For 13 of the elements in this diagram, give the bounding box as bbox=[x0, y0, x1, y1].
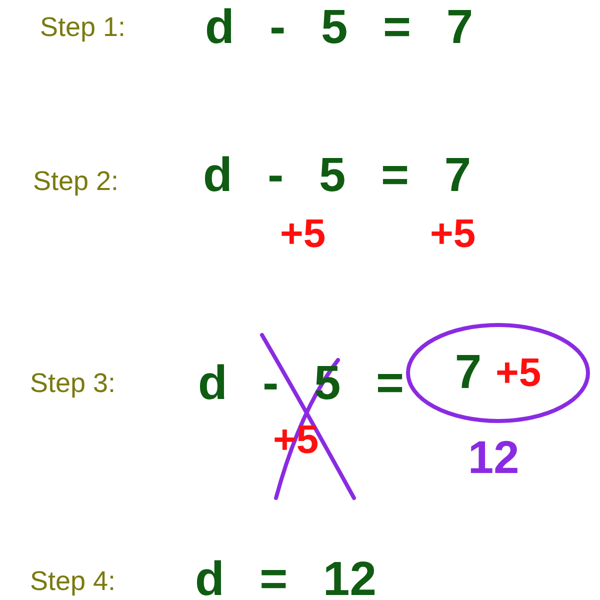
result-value: 12 bbox=[468, 434, 520, 480]
equation: d = 12 bbox=[195, 556, 376, 600]
step-label: Step 2: bbox=[33, 168, 119, 195]
step-label: Step 1: bbox=[40, 14, 126, 41]
equation: d - 5 = 7 bbox=[205, 4, 474, 52]
equation: d - 5 = 7 bbox=[203, 152, 472, 200]
added-term: +5 bbox=[430, 214, 476, 254]
circled-expression bbox=[405, 322, 591, 424]
added-term: +5 bbox=[280, 214, 326, 254]
added-term: +5 bbox=[496, 353, 542, 393]
term: 7 bbox=[454, 349, 482, 397]
step-label: Step 3: bbox=[30, 370, 116, 397]
step-label: Step 4: bbox=[30, 568, 116, 595]
